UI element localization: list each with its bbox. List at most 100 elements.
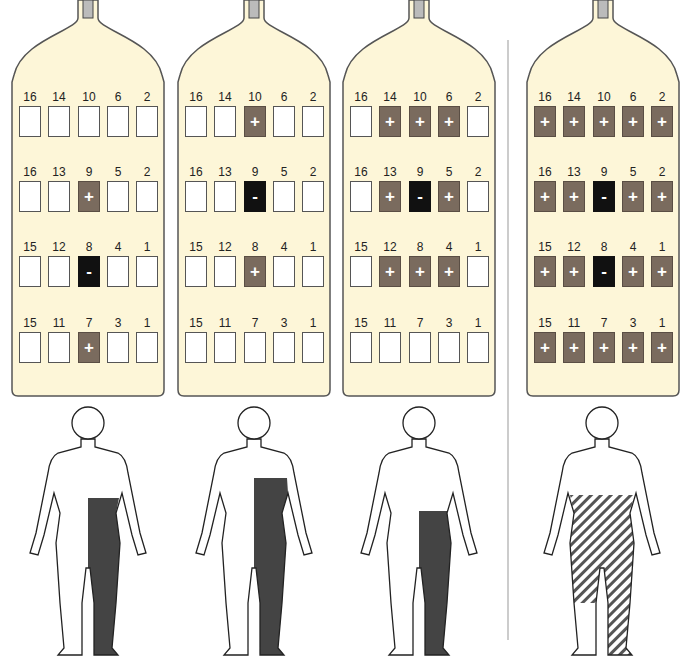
electrode-contact: 1 [297, 240, 329, 288]
electrode-pad [273, 256, 295, 287]
electrode-pad: + [593, 106, 615, 137]
electrode-contact: 8+ [239, 240, 271, 288]
electrode-contact: 7 [404, 316, 436, 364]
electrode-number: 15 [14, 316, 46, 330]
electrode-pad: + [563, 256, 585, 287]
electrode-number: 10 [588, 90, 620, 104]
electrode-contact: 1+ [646, 240, 678, 288]
electrode-contact: 5 [268, 165, 300, 213]
electrode-pad [409, 332, 431, 363]
electrode-number: 1 [297, 316, 329, 330]
electrode-contact: 12 + [374, 240, 406, 288]
cathode-sign: - [417, 188, 423, 205]
anode-sign: + [444, 263, 454, 280]
electrode-contact: 3 [433, 316, 465, 364]
electrode-pad [48, 332, 70, 363]
electrode-number: 2 [462, 90, 494, 104]
electrode-pad: - [244, 181, 266, 212]
electrode-pad: + [78, 181, 100, 212]
electrode-number: 15 [529, 240, 561, 254]
electrode-pad [136, 106, 158, 137]
electrode-number: 5 [268, 165, 300, 179]
electrode-pad [136, 332, 158, 363]
electrode-contact: 15 [180, 240, 212, 288]
electrode-number: 14 [558, 90, 590, 104]
electrode-pad [107, 332, 129, 363]
electrode-contact: 1 [131, 240, 163, 288]
electrode-contact: 13+ [558, 165, 590, 213]
electrode-number: 12 [374, 240, 406, 254]
electrode-contact: 11 [43, 316, 75, 364]
anode-sign: + [385, 263, 395, 280]
electrode-number: 11 [43, 316, 75, 330]
electrode-pad [302, 181, 324, 212]
electrode-number: 1 [462, 316, 494, 330]
anode-sign: + [540, 263, 550, 280]
electrode-pad: + [651, 332, 673, 363]
electrode-contact: 14 [43, 90, 75, 138]
electrode-pad [273, 181, 295, 212]
electrode-number: 6 [102, 90, 134, 104]
anode-sign: + [250, 113, 260, 130]
electrode-contact: 1 [297, 316, 329, 364]
anode-sign: + [628, 113, 638, 130]
electrode-contact: 3 [102, 316, 134, 364]
electrode-pad [19, 181, 41, 212]
electrode-number: 1 [462, 240, 494, 254]
electrode-contact: 4+ [617, 240, 649, 288]
electrode-pad [48, 181, 70, 212]
electrode-contact: 3+ [617, 316, 649, 364]
electrode-number: 6 [617, 90, 649, 104]
electrode-contact: 1 [131, 316, 163, 364]
electrode-number: 12 [43, 240, 75, 254]
electrode-pad: + [379, 106, 401, 137]
electrode-contact: 16+ [529, 165, 561, 213]
electrode-pad [273, 106, 295, 137]
anode-sign: + [444, 113, 454, 130]
electrode-pad [302, 106, 324, 137]
electrode-pad: + [563, 106, 585, 137]
electrode-number: 2 [297, 165, 329, 179]
electrode-pad: - [78, 256, 100, 287]
electrode-pad: + [438, 181, 460, 212]
electrode-contact: 5 [102, 165, 134, 213]
electrode-pad: - [409, 181, 431, 212]
electrode-number: 16 [180, 90, 212, 104]
electrode-number: 13 [558, 165, 590, 179]
electrode-pad: + [622, 181, 644, 212]
electrode-pad [438, 332, 460, 363]
electrode-number: 3 [617, 316, 649, 330]
electrode-contact: 16 [180, 90, 212, 138]
electrode-number: 10 [73, 90, 105, 104]
electrode-number: 1 [297, 240, 329, 254]
electrode-pad: + [438, 106, 460, 137]
electrode-contact: 13 [43, 165, 75, 213]
anode-sign: + [415, 113, 425, 130]
electrode-pad: + [534, 106, 556, 137]
electrode-number: 8 [404, 240, 436, 254]
electrode-contact: 15 [345, 316, 377, 364]
anode-sign: + [385, 188, 395, 205]
electrode-contact: 16+ [529, 90, 561, 138]
electrode-number: 10 [239, 90, 271, 104]
electrode-contact: 4 [102, 240, 134, 288]
electrode-contact: 2 [297, 165, 329, 213]
electrode-contact: 16 [345, 165, 377, 213]
electrode-pad: + [409, 256, 431, 287]
cathode-sign: - [601, 263, 607, 280]
electrode-pad [107, 106, 129, 137]
electrode-pad [273, 332, 295, 363]
anode-sign: + [540, 188, 550, 205]
electrode-pad [467, 106, 489, 137]
electrode-pad [185, 256, 207, 287]
electrode-number: 9 [404, 165, 436, 179]
electrode-contact: 6+ [617, 90, 649, 138]
electrode-contact: 2+ [646, 165, 678, 213]
electrode-pad: + [438, 256, 460, 287]
electrode-number: 3 [102, 316, 134, 330]
electrode-pad [467, 256, 489, 287]
electrode-contact: 12+ [558, 240, 590, 288]
electrode-pad [467, 181, 489, 212]
electrode-contact: 13+ [374, 165, 406, 213]
